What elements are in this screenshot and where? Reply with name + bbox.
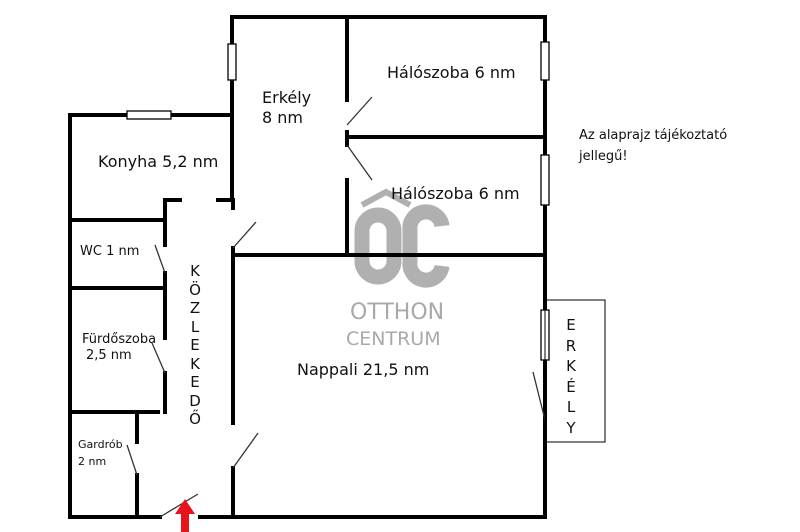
room-name: Erkély xyxy=(262,88,312,107)
room-name: Gardrób xyxy=(78,438,123,451)
note-line: Az alaprajz tájékoztató xyxy=(579,128,728,143)
room-label-konyha: Konyha 5,2 nm xyxy=(98,152,219,171)
watermark-centrum: CENTRUM xyxy=(346,328,441,350)
watermark-otthon: OTTHON xyxy=(350,300,445,325)
disclaimer-note: Az alaprajz tájékoztató jellegű! xyxy=(579,125,727,167)
room-label-wc: WC 1 nm xyxy=(80,244,140,259)
room-label-gardrob: Gardrób 2 nm xyxy=(78,436,123,470)
room-label-halo2: Hálószoba 6 nm xyxy=(391,184,520,203)
note-line: jellegű! xyxy=(579,149,628,164)
watermark-logo-shape xyxy=(354,188,450,288)
room-name: Fürdőszoba xyxy=(82,332,157,347)
room-area: 2,5 nm xyxy=(86,348,132,364)
room-label-furdo: Fürdőszoba 2,5 nm xyxy=(82,332,156,365)
entrance-arrow-icon xyxy=(175,499,195,532)
right-balcony-outline xyxy=(544,299,606,443)
room-area: 2 nm xyxy=(78,455,107,468)
room-label-halo1: Hálószoba 6 nm xyxy=(387,63,516,82)
room-area: 8 nm xyxy=(262,108,303,127)
doors xyxy=(126,96,546,518)
room-label-nappali: Nappali 21,5 nm xyxy=(297,360,430,379)
room-label-erkely: Erkély 8 nm xyxy=(262,88,311,128)
